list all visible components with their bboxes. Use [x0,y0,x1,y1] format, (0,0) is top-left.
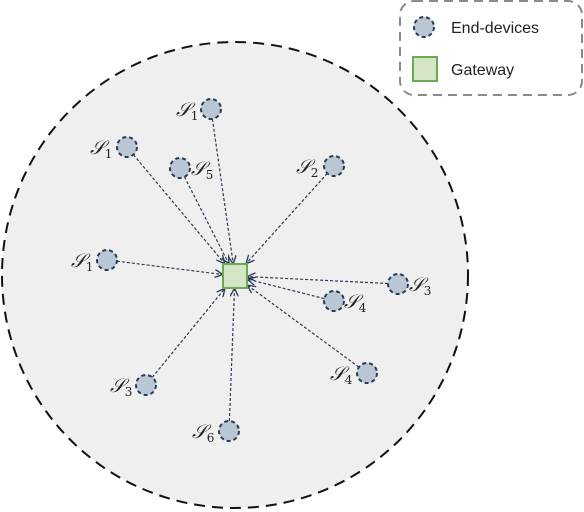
legend-gateway-label: Gateway [451,62,514,79]
end-device-node [387,273,409,295]
end-device-subscript: 2 [311,166,319,180]
uplink-arrow [248,286,360,368]
end-device-node [169,157,191,179]
end-device-node [96,249,118,271]
end-device-node [200,98,222,120]
end-device-subscript: 1 [105,147,113,161]
end-device-node [116,136,138,158]
end-device-subscript: 3 [125,385,133,399]
uplink-arrow [247,172,328,263]
end-device-subscript: 3 [424,284,432,298]
uplink-arrow [132,154,224,263]
uplink-arrow [211,118,233,263]
legend-box [399,0,583,96]
legend: End-devices Gateway [399,0,583,96]
uplink-arrow [248,277,389,285]
gateway-node [222,263,248,289]
end-device-subscript: 6 [207,431,215,445]
uplink-arrows [116,118,389,422]
uplink-arrow [151,289,224,378]
uplink-arrow [248,279,325,300]
end-device-node [323,155,345,177]
end-device-node [323,290,345,312]
end-device-subscript: 5 [206,168,214,182]
legend-end-devices-label: End-devices [451,20,539,37]
legend-gateway-icon [412,56,438,82]
uplink-arrow [228,289,234,422]
end-device-subscript: 1 [191,109,199,123]
end-device-subscript: 4 [359,301,367,315]
end-device-subscript: 1 [86,260,94,274]
end-device-node [218,420,240,442]
uplink-arrow [116,260,222,274]
end-device-node [356,362,378,384]
end-device-node [135,374,157,396]
end-device-subscript: 4 [345,373,353,387]
uplink-arrow [183,176,229,263]
legend-end-device-icon [413,16,435,38]
